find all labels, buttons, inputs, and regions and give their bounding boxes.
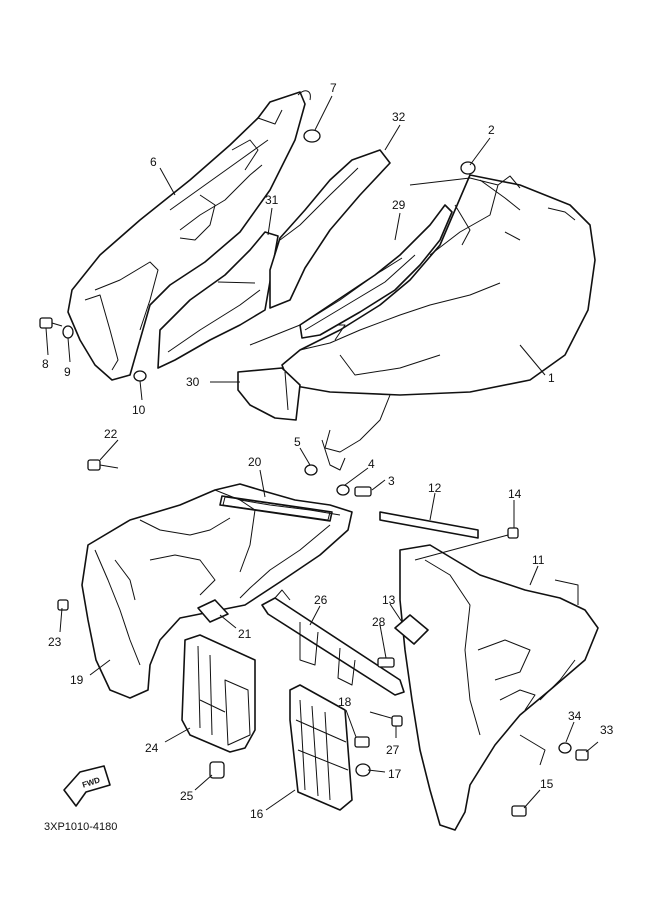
grille-16 bbox=[289, 684, 353, 811]
callout-11: 11 bbox=[532, 553, 545, 567]
callout-23: 23 bbox=[48, 635, 62, 649]
callout-9: 9 bbox=[64, 365, 71, 379]
callout-13: 13 bbox=[382, 593, 396, 607]
lower-panel-19 bbox=[81, 483, 353, 699]
drawing-code: 3XP1010-4180 bbox=[44, 821, 117, 833]
callout-21: 21 bbox=[238, 627, 252, 641]
pad-21 bbox=[197, 599, 229, 623]
callout-18: 18 bbox=[338, 695, 352, 709]
decal-29 bbox=[249, 204, 453, 346]
callout-26: 26 bbox=[314, 593, 328, 607]
callout-12: 12 bbox=[428, 481, 442, 495]
strip-12 bbox=[379, 511, 479, 539]
pad-13 bbox=[394, 614, 429, 645]
callout-7: 7 bbox=[330, 81, 337, 95]
callout-19: 19 bbox=[70, 673, 84, 687]
callout-14: 14 bbox=[508, 487, 522, 501]
callout-30: 30 bbox=[186, 375, 200, 389]
side-panel-6 bbox=[67, 90, 311, 381]
callouts: 1 2 3 4 5 6 7 8 9 10 11 12 13 14 15 16 1… bbox=[42, 81, 614, 821]
lower-panel-11 bbox=[399, 544, 599, 831]
callout-17: 17 bbox=[388, 767, 402, 781]
callout-32: 32 bbox=[392, 110, 406, 124]
callout-34: 34 bbox=[568, 709, 582, 723]
callout-8: 8 bbox=[42, 357, 49, 371]
fwd-arrow-badge: FWD bbox=[63, 765, 111, 807]
callout-28: 28 bbox=[372, 615, 386, 629]
callout-29: 29 bbox=[392, 198, 406, 212]
callout-2: 2 bbox=[488, 123, 495, 137]
callout-27: 27 bbox=[386, 743, 400, 757]
callout-1: 1 bbox=[548, 371, 555, 385]
callout-4: 4 bbox=[368, 457, 375, 471]
callout-5: 5 bbox=[294, 435, 301, 449]
callout-33: 33 bbox=[600, 723, 614, 737]
decal-32 bbox=[269, 149, 391, 309]
callout-24: 24 bbox=[145, 741, 159, 755]
decal-20 bbox=[219, 495, 333, 522]
decal-31 bbox=[157, 231, 279, 369]
callout-22: 22 bbox=[104, 427, 118, 441]
side-cover-lower-30 bbox=[237, 367, 301, 421]
callout-31: 31 bbox=[265, 193, 279, 207]
callout-25: 25 bbox=[180, 789, 194, 803]
leader-lines bbox=[45, 95, 599, 811]
cover-block-24 bbox=[181, 634, 256, 753]
callout-6: 6 bbox=[150, 155, 157, 169]
callout-3: 3 bbox=[388, 474, 395, 488]
callout-15: 15 bbox=[540, 777, 554, 791]
callout-10: 10 bbox=[132, 403, 146, 417]
side-cover-1 bbox=[281, 174, 596, 471]
bracket-26 bbox=[261, 589, 405, 696]
callout-16: 16 bbox=[250, 807, 264, 821]
hardware bbox=[39, 129, 589, 817]
callout-20: 20 bbox=[248, 455, 262, 469]
